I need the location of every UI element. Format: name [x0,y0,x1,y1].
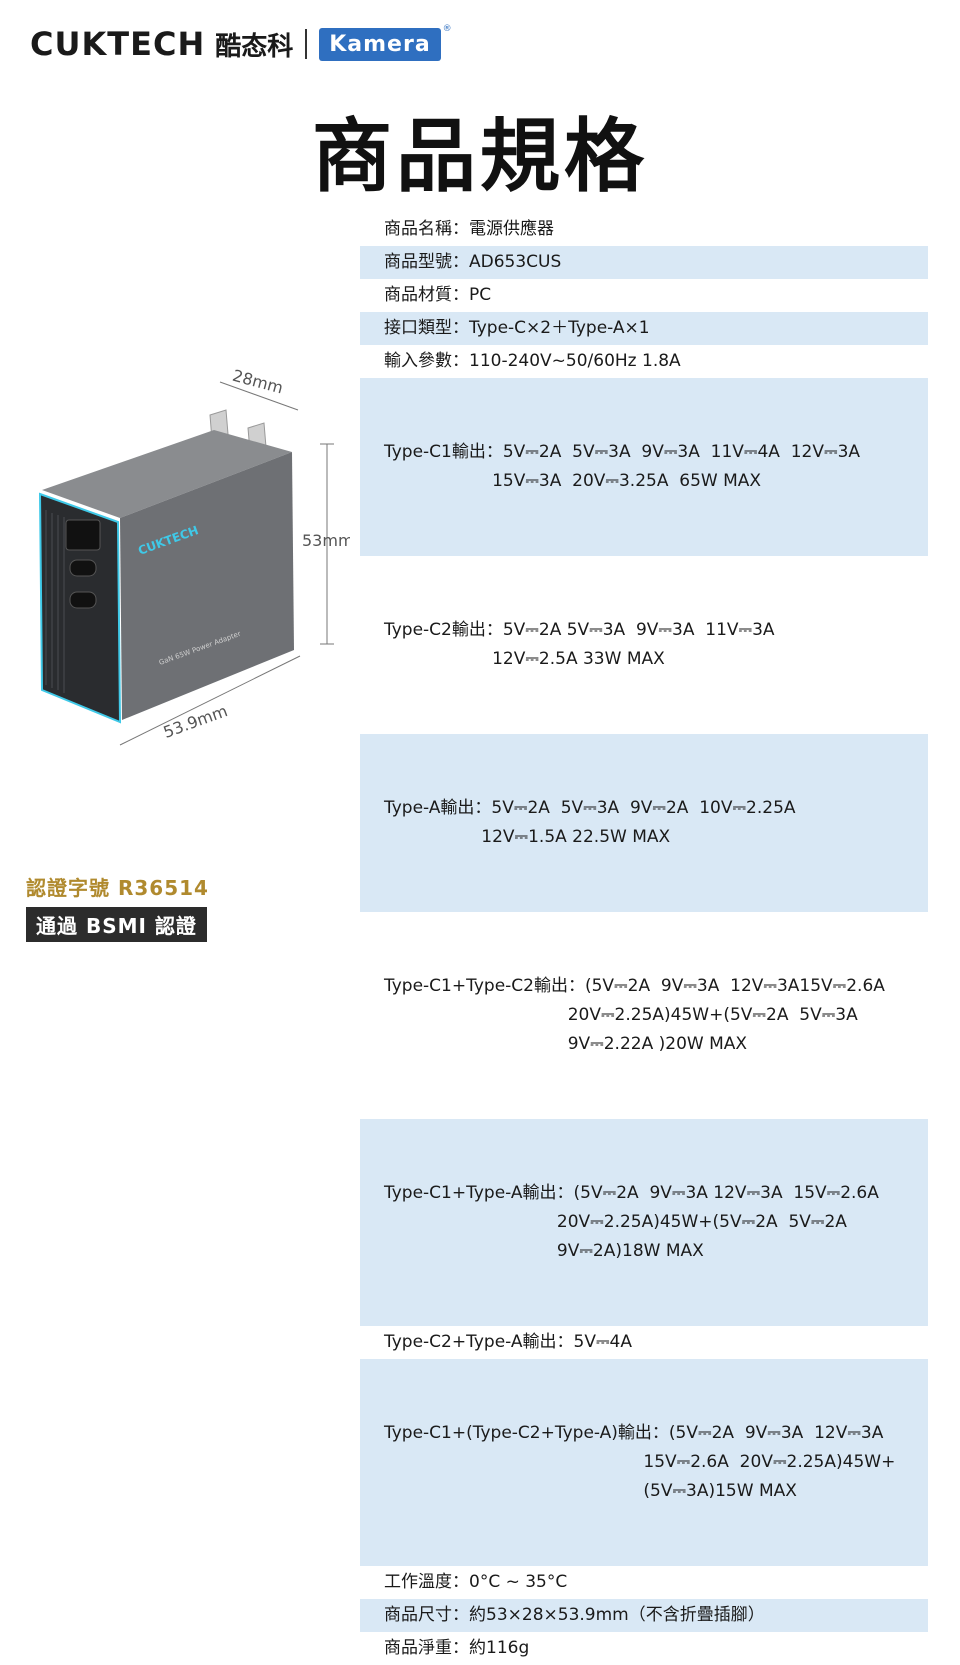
cert-badge: 通過 BSMI 認證 [26,907,207,942]
dim-line-depth [219,381,299,411]
front-ridges [45,510,65,693]
certification: 認證字號 R36514 通過 BSMI 認證 [26,872,209,942]
type-a-port [65,519,101,551]
adapter-side-face [120,452,294,720]
spec-row: 商品名稱：電源供應器 [384,219,554,239]
partner-logo: Kamera [319,27,441,61]
spec-row: Type-C2+Type-A輸出：5V⎓4A [384,1332,633,1352]
adapter-top-face [42,430,292,518]
cert-number: 認證字號 R36514 [26,876,209,900]
dim-height-label: 53mm [302,531,350,550]
spec-row: Type-C2輸出：5V⎓2A 5V⎓3A 9V⎓3A 11V⎓3A 12V⎓2… [384,620,775,669]
type-c2-port [69,591,97,609]
brand-cn-logo: 酷态科 [215,31,294,62]
type-c1-port [69,559,97,577]
spec-row: 輸入參數：110-240V~50/60Hz 1.8A [384,351,681,371]
dim-depth-label: 28mm [231,366,286,398]
registered-mark: ® [442,24,452,34]
header-divider [305,29,308,59]
spec-row: 商品材質：PC [384,285,492,305]
spec-row: Type-C1+Type-A輸出：(5V⎓2A 9V⎓3A 12V⎓3A 15V… [360,1119,928,1326]
header: CUKTECH 酷态科 Kamera ® [30,22,452,66]
product-illustration: 28mm 53mm 53.9mm CUKTECH GaN 65W Power A… [38,366,350,746]
spec-row: 商品淨重：約116g [384,1638,530,1658]
page-title: 商品規格 [312,110,648,203]
dim-line-width [119,655,301,746]
spec-table: 商品名稱：電源供應器 商品型號：AD653CUS 商品材質：PC 接口類型：Ty… [360,213,928,1665]
spec-row: Type-C1+(Type-C2+Type-A)輸出：(5V⎓2A 9V⎓3A … [360,1359,928,1566]
spec-row: Type-C1+Type-C2輸出：(5V⎓2A 9V⎓3A 12V⎓3A15V… [384,976,885,1054]
spec-row: 接口類型：Type-C×2＋Type-A×1 [360,312,928,345]
spec-row: 商品型號：AD653CUS [360,246,928,279]
spec-row: Type-A輸出：5V⎓2A 5V⎓3A 9V⎓2A 10V⎓2.25A 12V… [360,734,928,912]
brand-logo: CUKTECH [30,25,206,63]
spec-row: 商品尺寸：約53×28×53.9mm（不含折疊插腳） [360,1599,928,1632]
spec-row: 工作溫度：0°C ~ 35°C [384,1572,568,1592]
spec-row: Type-C1輸出：5V⎓2A 5V⎓3A 9V⎓3A 11V⎓4A 12V⎓3… [360,378,928,556]
